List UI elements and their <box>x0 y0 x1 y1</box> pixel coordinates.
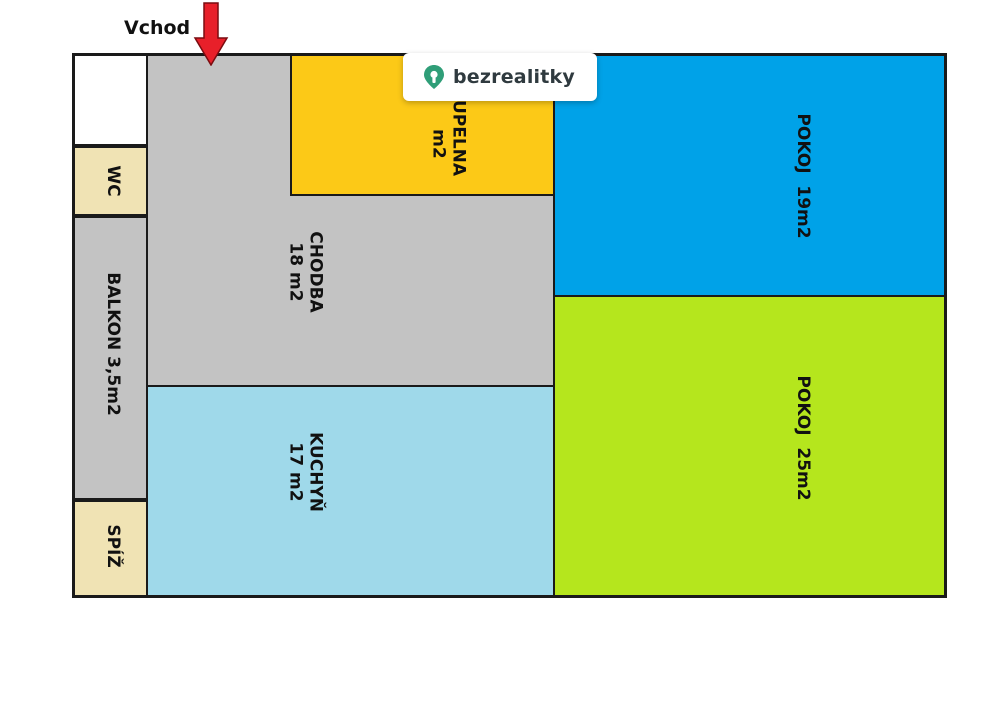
bezrealitky-logo: bezrealitky <box>403 53 597 101</box>
logo-text: bezrealitky <box>453 66 575 88</box>
room-koupelna-label: UPELNA m2 <box>429 99 469 177</box>
room-pokoj-19-label: POKOJ 19m2 <box>792 113 813 239</box>
room-chodba-label: CHODBA 18 m2 <box>286 231 326 313</box>
room-pokoj-19 <box>553 53 947 297</box>
entrance-label: Vchod <box>124 17 191 39</box>
entrance-arrow-icon <box>193 2 229 66</box>
location-pin-icon <box>424 65 444 89</box>
room-kuchyn <box>146 385 555 598</box>
room-wc-label: WC <box>102 165 123 197</box>
room-balkon-label: BALKON 3,5m2 <box>102 272 123 416</box>
room-kuchyn-label: KUCHYŇ 17 m2 <box>286 432 326 512</box>
room-pokoj-25 <box>553 295 947 598</box>
room-blank <box>72 53 148 146</box>
room-spiz-label: SPÍŽ <box>102 524 123 568</box>
room-pokoj-25-label: POKOJ 25m2 <box>792 375 813 501</box>
